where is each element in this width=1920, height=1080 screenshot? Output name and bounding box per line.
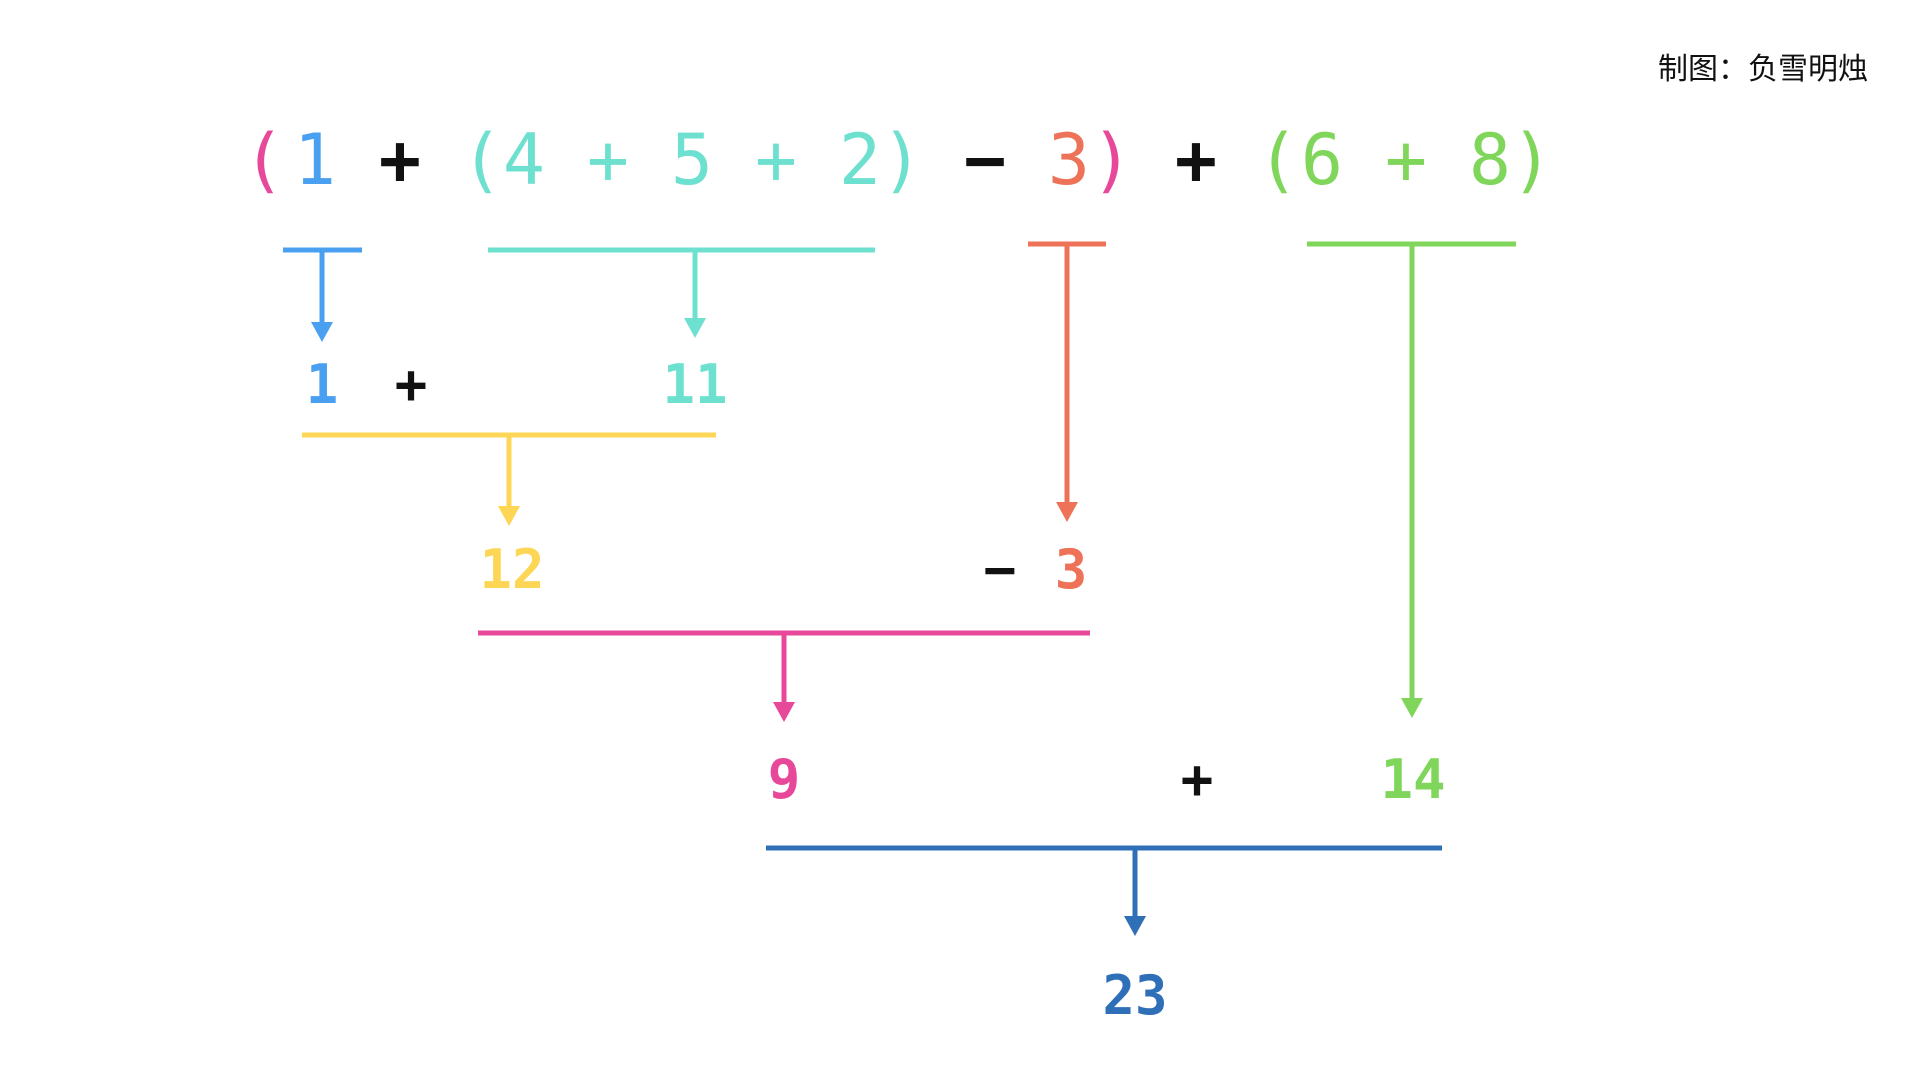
- arrow-pink-head: [773, 702, 795, 722]
- arrow-darkblue-head: [1124, 916, 1146, 936]
- arrow-blue-head: [311, 322, 333, 342]
- expr-term-6: 6: [1301, 119, 1343, 201]
- step-operator-plus-b: +: [1181, 748, 1214, 811]
- step-value-11: 11: [662, 353, 727, 416]
- expr-term-2: 2: [839, 119, 881, 201]
- connectors: [283, 241, 1516, 936]
- expr-term-5: 5: [671, 119, 713, 201]
- evaluation-steps: 1 + 11 12 − 3 9 + 14 23: [306, 353, 1446, 1027]
- step-value-14: 14: [1380, 748, 1445, 811]
- expr-operator-plus-5: +: [1385, 119, 1427, 201]
- expr-paren-open-outer: (: [243, 119, 285, 201]
- step-operator-minus: −: [984, 538, 1017, 601]
- step-operator-plus-a: +: [395, 353, 428, 416]
- final-result: 23: [1102, 964, 1167, 1027]
- expr-operator-minus: −: [964, 119, 1006, 201]
- arrow-green-head: [1401, 698, 1423, 718]
- arrow-yellow-head: [498, 506, 520, 526]
- step-value-3: 3: [1055, 538, 1088, 601]
- arrow-orange-head: [1056, 502, 1078, 522]
- expr-term-8: 8: [1469, 119, 1511, 201]
- step-value-9: 9: [768, 748, 801, 811]
- step-value-12: 12: [479, 538, 544, 601]
- expr-term-3: 3: [1048, 119, 1090, 201]
- author-credit: 制图：负雪明烛: [1658, 52, 1868, 87]
- expression: ( 1 + ( 4 + 5 + 2 ) − 3 ) + ( 6 + 8 ): [243, 119, 1553, 201]
- step-value-1: 1: [306, 353, 339, 416]
- expr-term-4: 4: [503, 119, 545, 201]
- expr-operator-plus-2: +: [587, 119, 629, 201]
- expr-operator-plus-3: +: [755, 119, 797, 201]
- expr-operator-plus-1: +: [379, 119, 421, 201]
- expr-paren-open-inner: (: [461, 119, 503, 201]
- arrow-teal-head: [684, 318, 706, 338]
- expr-term-1: 1: [294, 119, 336, 201]
- expr-paren-close-green: ): [1511, 119, 1553, 201]
- expr-paren-open-green: (: [1257, 119, 1299, 201]
- expr-paren-close-outer: ): [1091, 119, 1133, 201]
- expr-paren-close-inner: ): [881, 119, 923, 201]
- expr-operator-plus-4: +: [1175, 119, 1217, 201]
